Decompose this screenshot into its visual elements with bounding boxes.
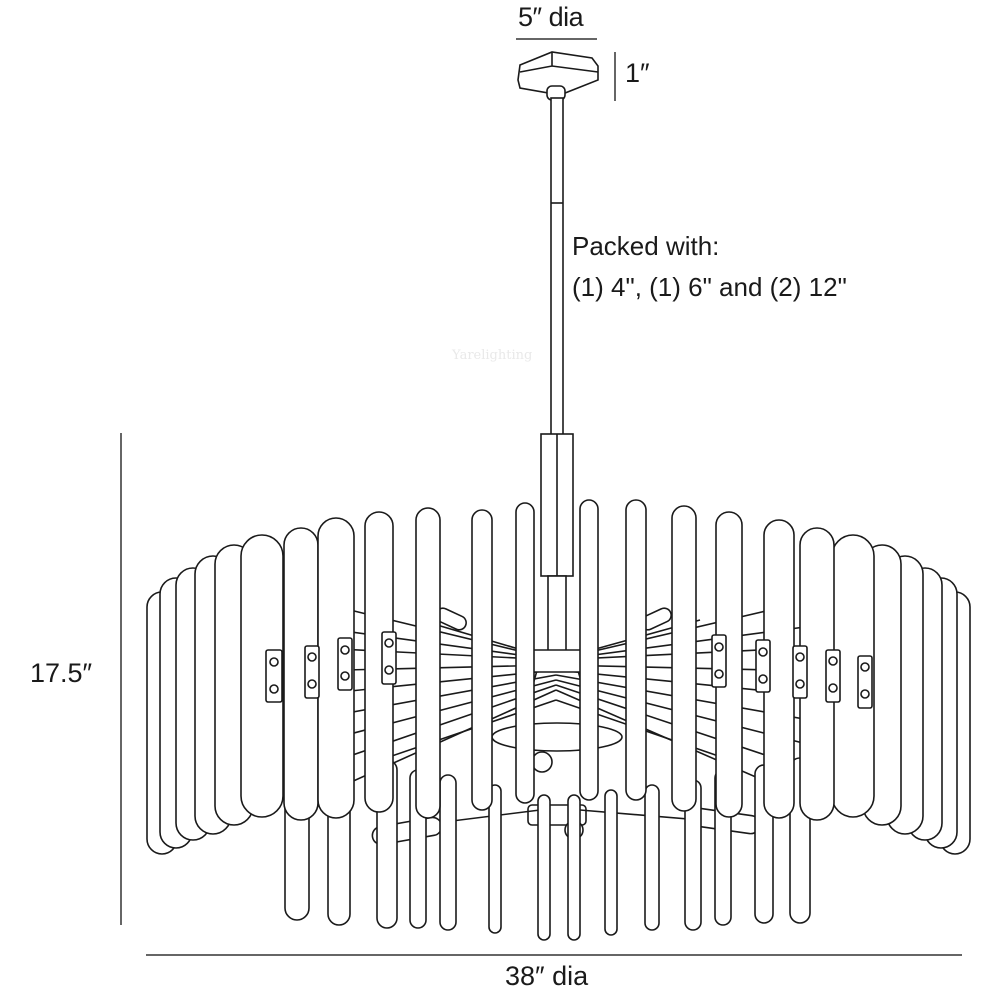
mounting-brackets [265,631,873,709]
watermark: Yarelighting [452,348,533,363]
outer-paddles-right [831,534,971,855]
packed-with-heading: Packed with: [572,231,720,261]
canopy-height-label: 1″ [625,58,650,88]
outer-paddles-left [146,534,284,855]
canopy [517,51,599,101]
canopy-diameter-label: 5″ dia [518,2,584,32]
fixture-diameter-label: 38″ dia [505,961,589,991]
front-paddles [283,499,835,821]
downrod [540,97,574,657]
packed-with-note: Packed with: (1) 4", (1) 6" and (2) 12" [572,226,847,308]
fixture-height-label: 17.5″ [30,658,93,688]
packed-with-rods: (1) 4", (1) 6" and (2) 12" [572,272,847,302]
